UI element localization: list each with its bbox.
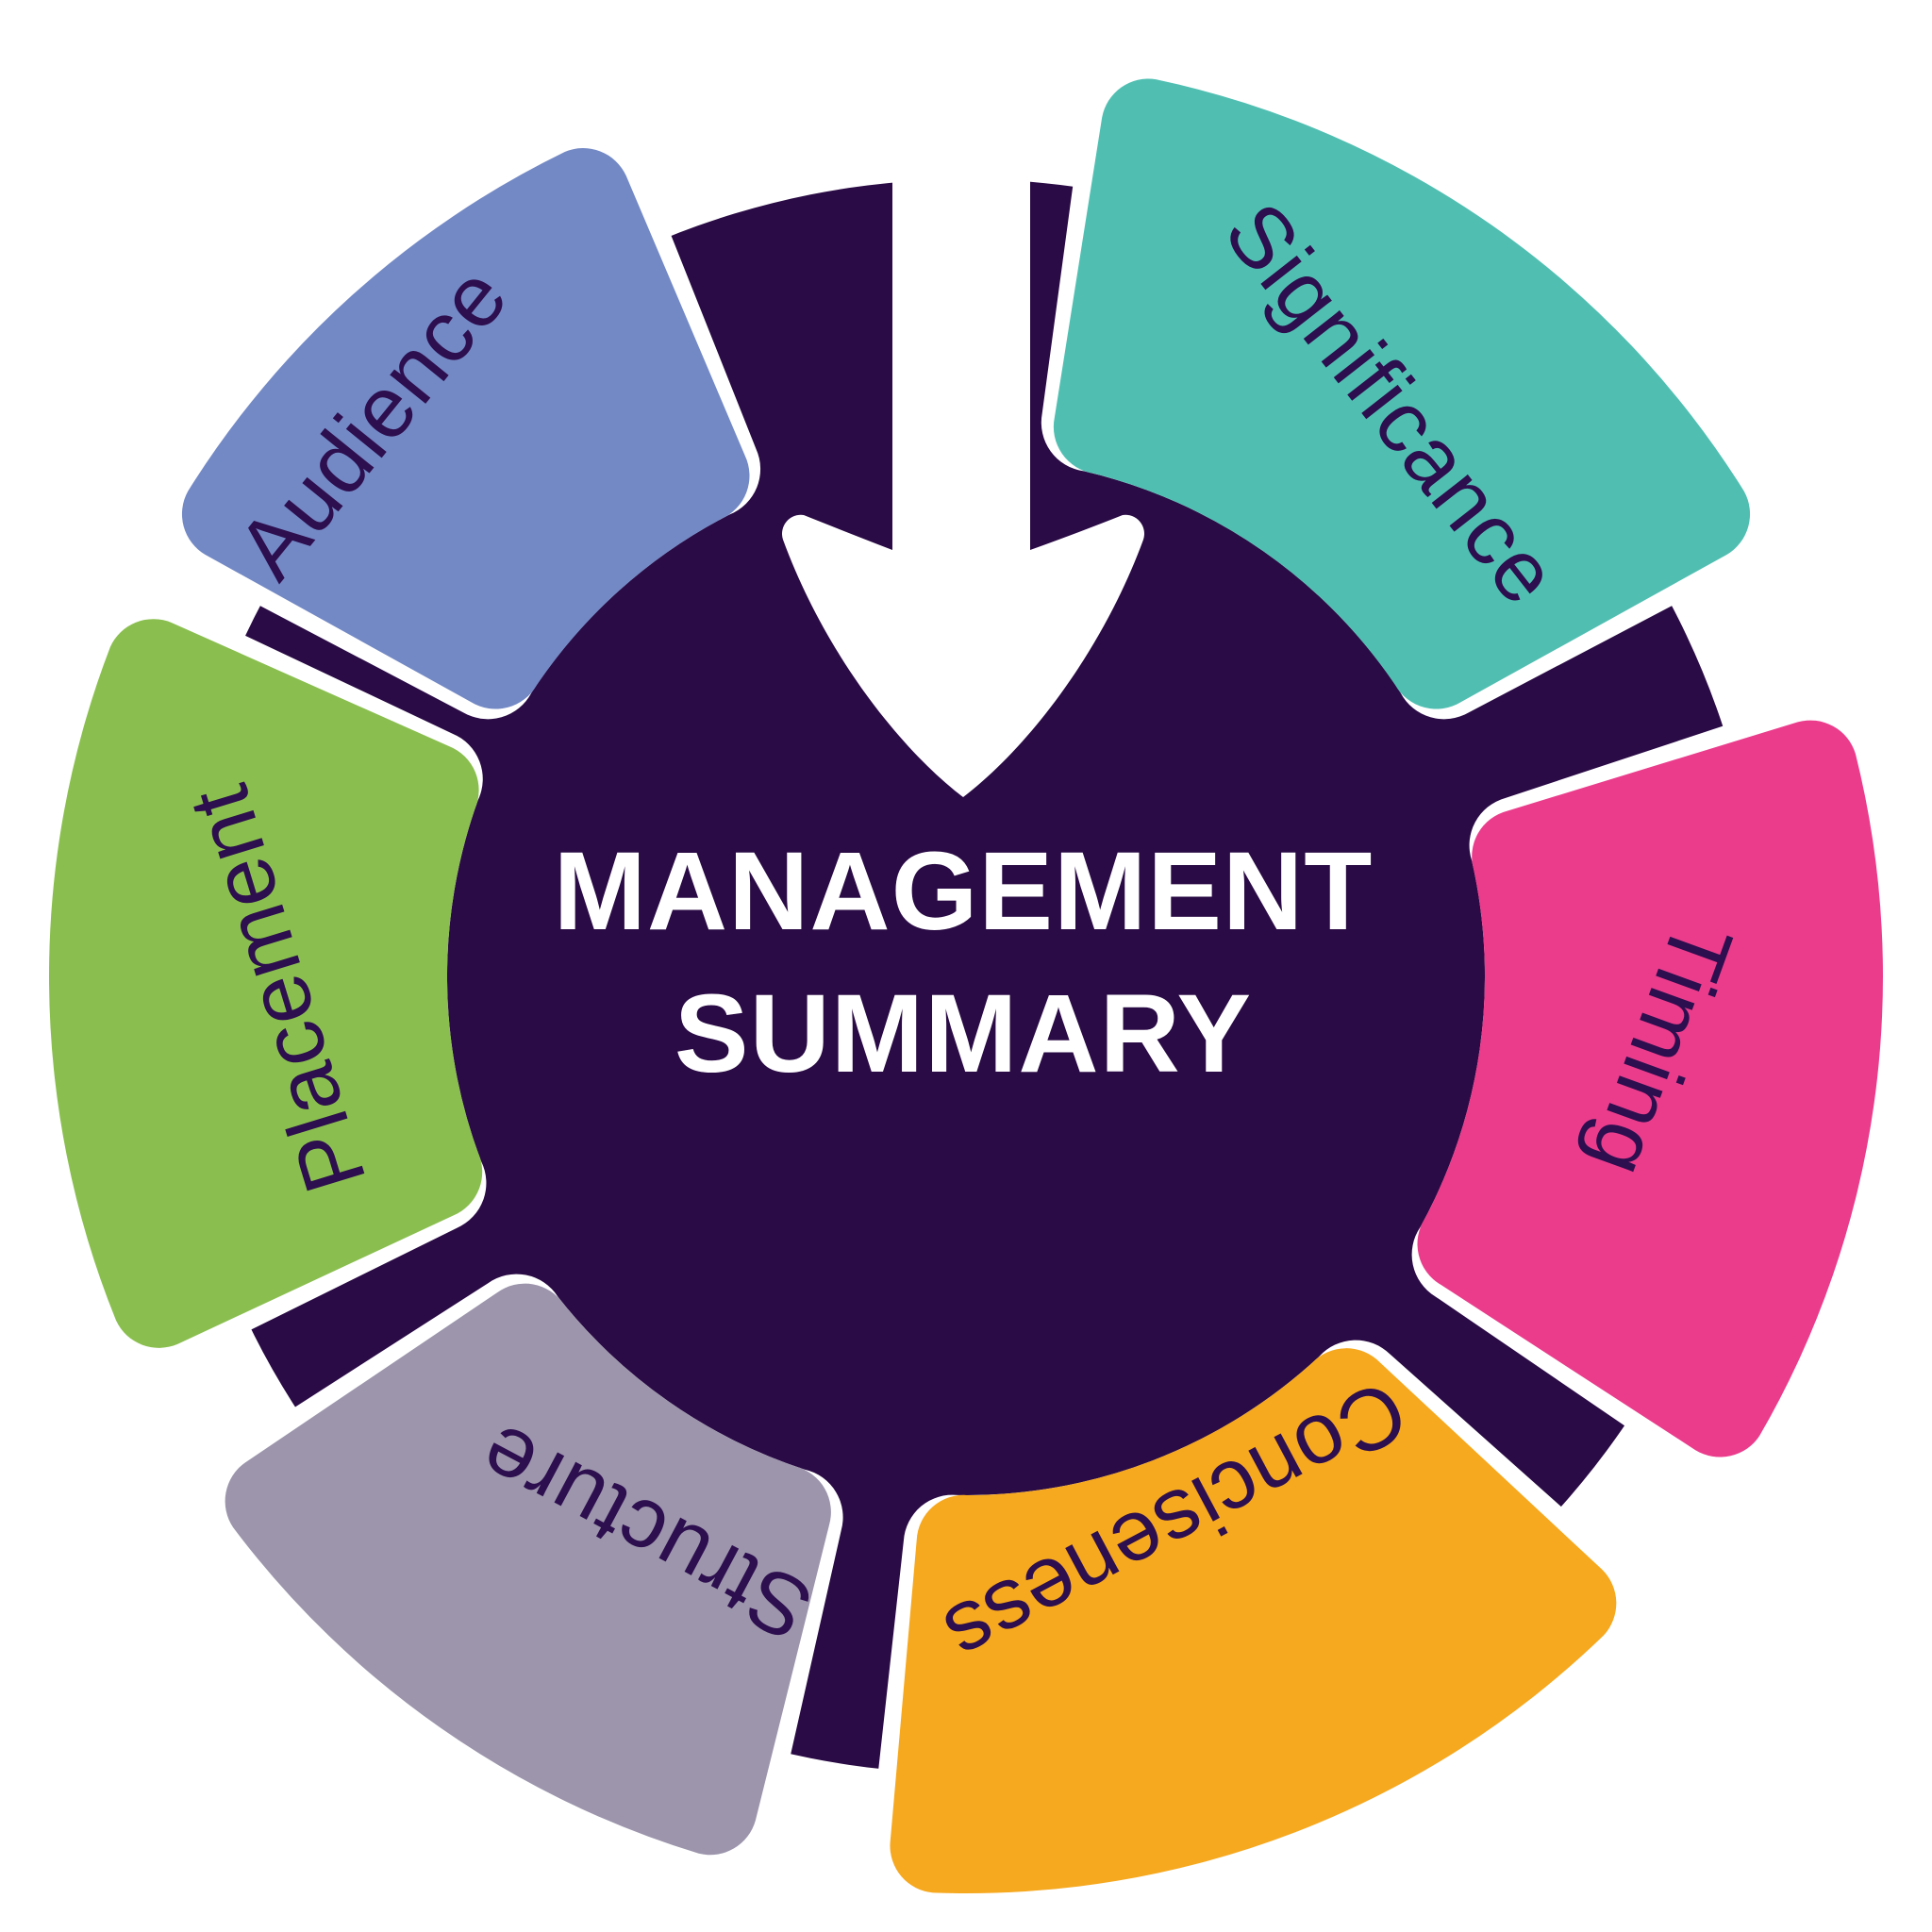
segment-timing bbox=[1417, 720, 1883, 1457]
title-line-2: SUMMARY bbox=[675, 972, 1252, 1096]
down-arrow-icon bbox=[782, 111, 1144, 797]
segment-placement bbox=[49, 619, 483, 1348]
segment-conciseness bbox=[890, 1348, 1617, 1894]
segment-significance bbox=[1053, 78, 1751, 709]
title-line-1: MANAGEMENT bbox=[554, 829, 1374, 954]
segment-audience bbox=[181, 148, 750, 709]
segment-structure bbox=[225, 1283, 831, 1856]
